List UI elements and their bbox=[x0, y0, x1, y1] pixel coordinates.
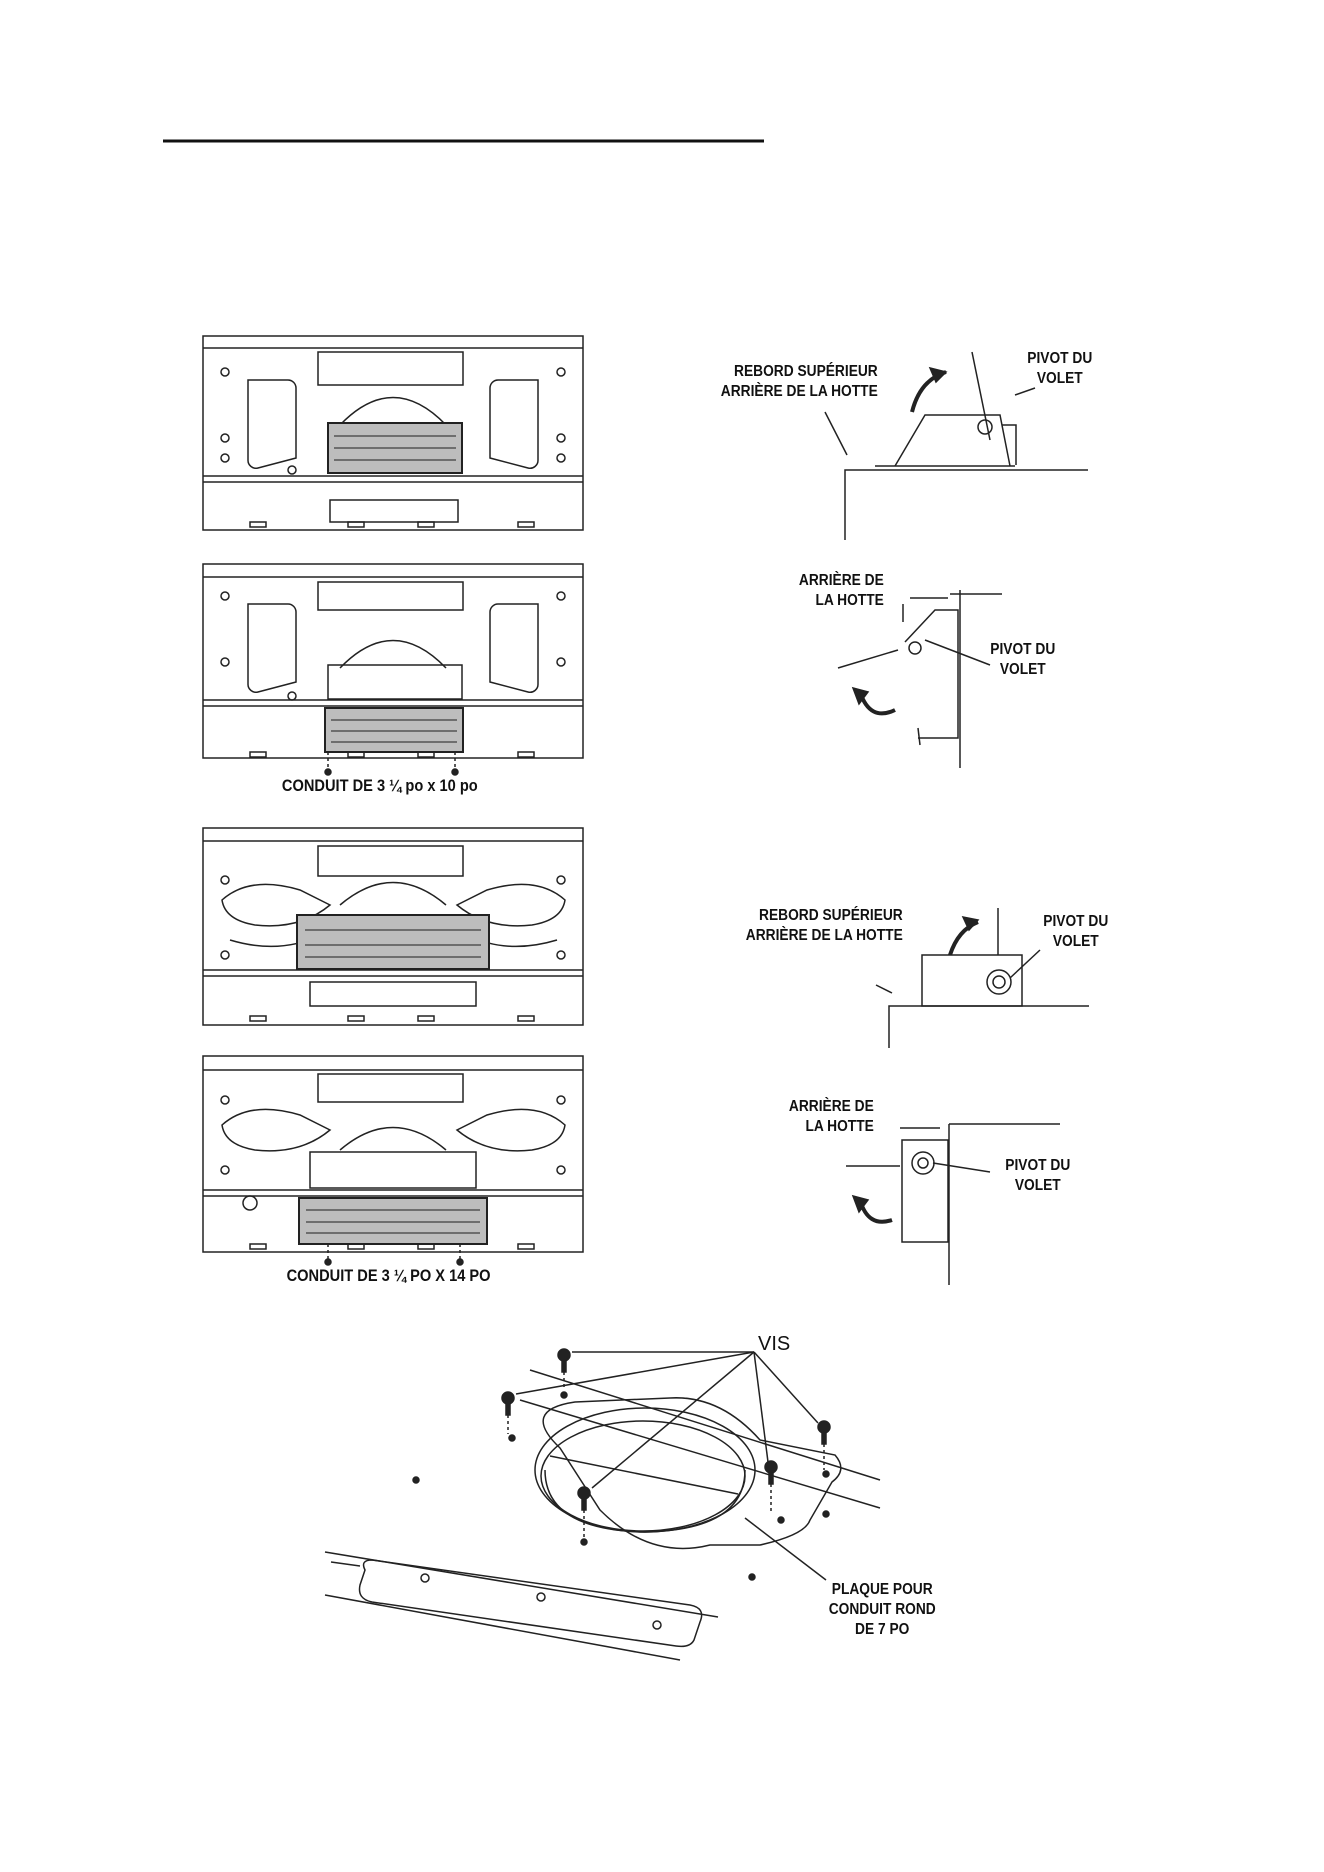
hood-panel-1 bbox=[203, 336, 583, 530]
hood-panel-2 bbox=[203, 564, 583, 775]
conduit-10-caption: CONDUIT DE 3 ¼ po x 10 po bbox=[282, 776, 478, 796]
side-detail-4 bbox=[846, 1124, 1060, 1285]
hood-panel-3 bbox=[203, 828, 583, 1025]
round-duct-plate bbox=[325, 1349, 880, 1660]
side-detail-2 bbox=[838, 590, 1002, 768]
conduit-14-caption: CONDUIT DE 3 ¼ PO X 14 PO bbox=[287, 1266, 491, 1286]
vis-label: VIS bbox=[758, 1334, 790, 1354]
hood-panel-4 bbox=[203, 1056, 583, 1265]
